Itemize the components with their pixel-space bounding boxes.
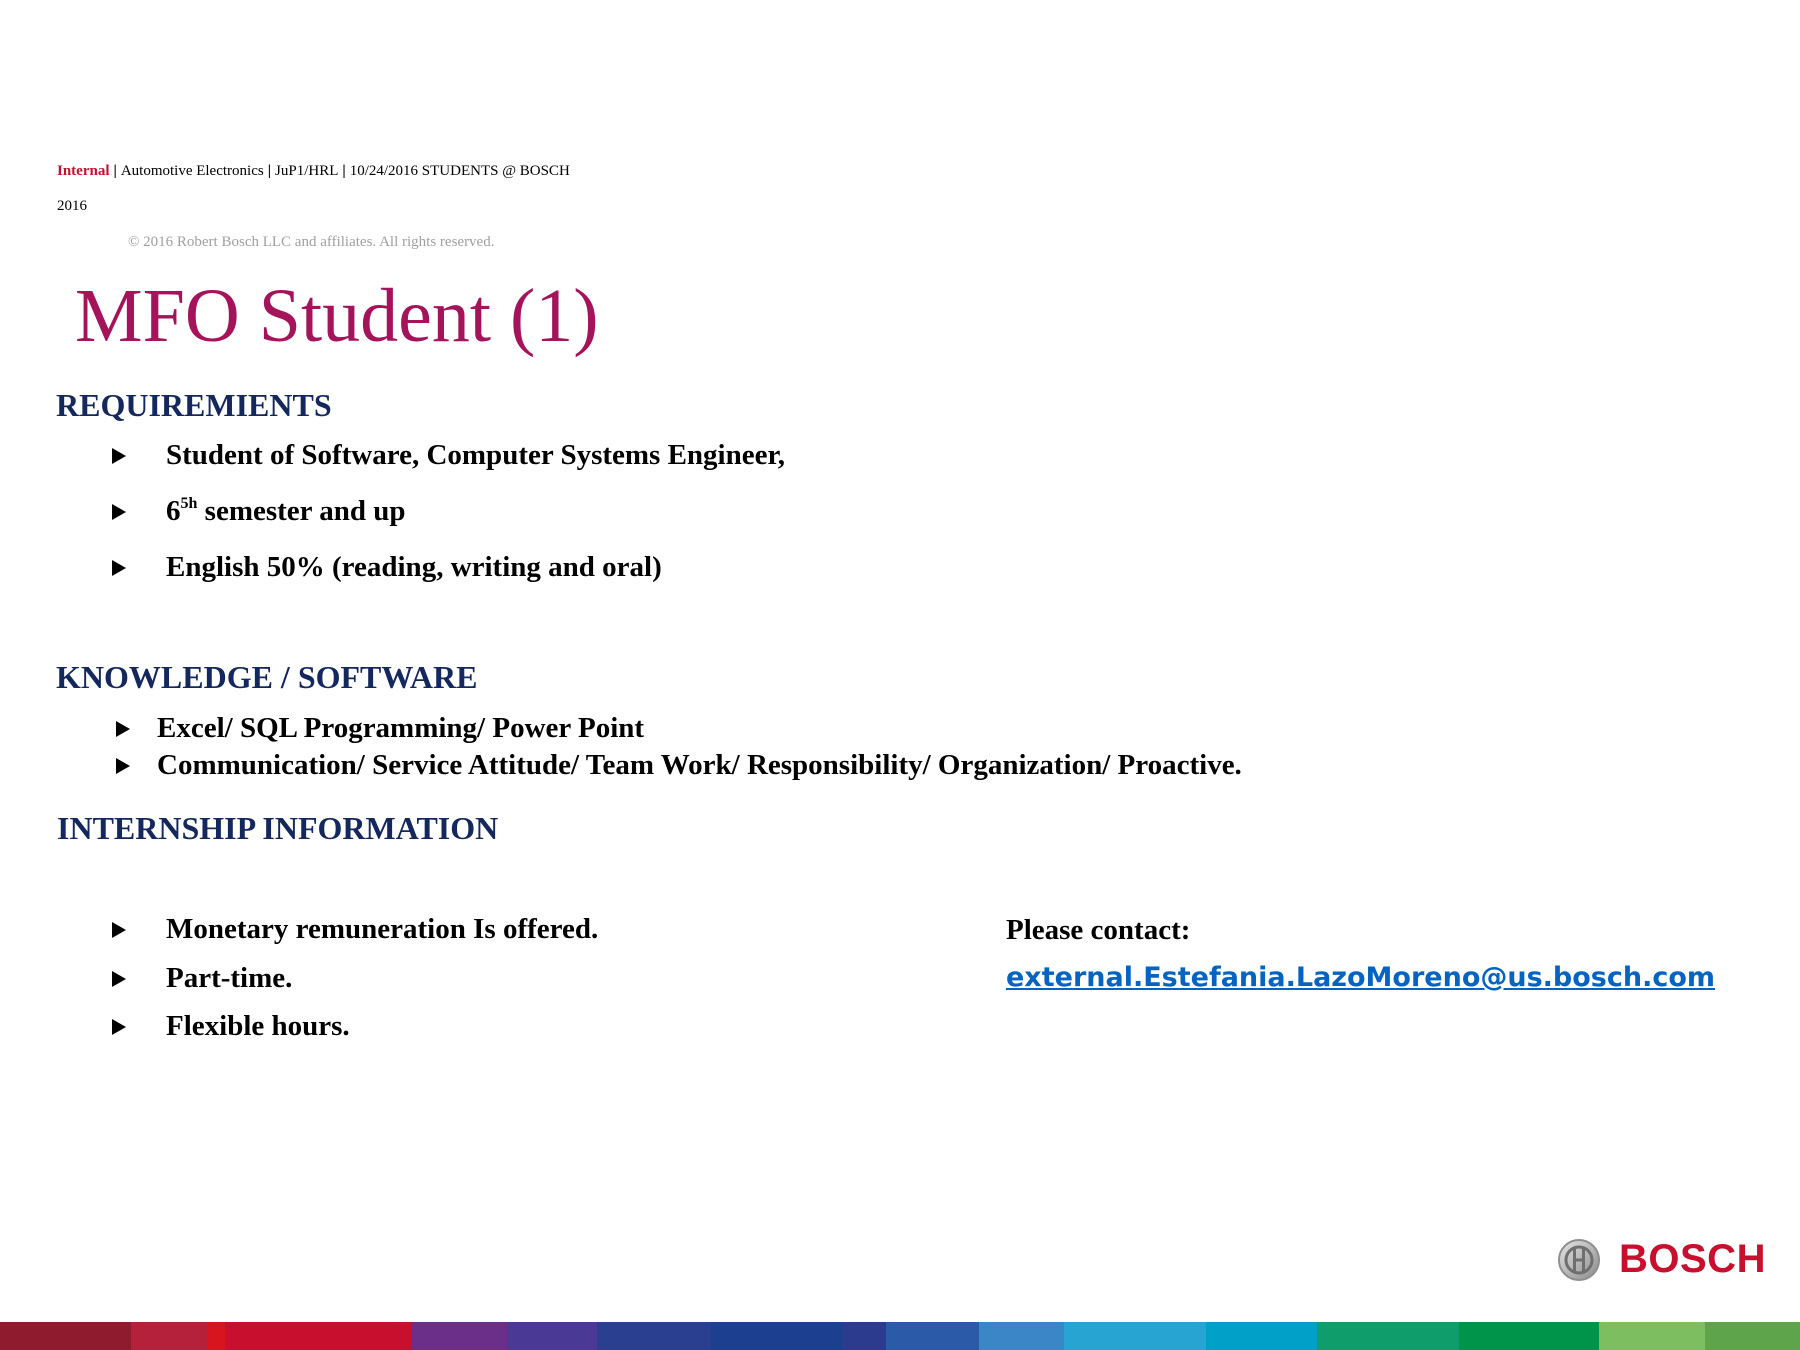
list-item: Part-time.	[112, 962, 292, 995]
meta-department: Automotive Electronics	[120, 163, 264, 179]
bullet-triangle-icon	[112, 503, 126, 520]
stripe-segment	[225, 1322, 413, 1350]
stripe-segment	[412, 1322, 507, 1350]
stripe-segment	[208, 1322, 226, 1350]
stripe-segment	[506, 1322, 597, 1350]
list-item-text: Monetary remuneration Is offered.	[166, 913, 599, 945]
stripe-segment	[843, 1322, 886, 1350]
stripe-segment	[1205, 1322, 1317, 1350]
bullet-triangle-icon	[116, 720, 130, 737]
bullet-triangle-icon	[112, 921, 126, 938]
stripe-segment	[1316, 1322, 1459, 1350]
copyright-notice: © 2016 Robert Bosch LLC and affiliates. …	[128, 234, 495, 250]
semester-superscript: 5h	[180, 495, 198, 512]
document-meta-line: Internal|Automotive Electronics|JuP1/HRL…	[57, 163, 570, 180]
stripe-segment	[1458, 1322, 1600, 1350]
semester-text: semester and up	[204, 495, 406, 527]
list-item-text: Flexible hours.	[166, 1010, 350, 1042]
bullet-triangle-icon	[112, 447, 126, 464]
stripe-segment	[130, 1322, 209, 1350]
bullet-triangle-icon	[112, 970, 126, 987]
knowledge-heading: KNOWLEDGE / SOFTWARE	[56, 659, 478, 695]
meta-separator: |	[267, 163, 272, 179]
list-item: Excel/ SQL Programming/ Power Point	[116, 712, 644, 745]
stripe-segment	[978, 1322, 1064, 1350]
stripe-segment	[885, 1322, 979, 1350]
contact-email-link[interactable]: external.Estefania.LazoMoreno@us.bosch.c…	[1006, 962, 1716, 993]
list-item: Communication/ Service Attitude/ Team Wo…	[116, 749, 1242, 782]
list-item-text: Communication/ Service Attitude/ Team Wo…	[157, 749, 1242, 781]
stripe-segment	[1063, 1322, 1206, 1350]
list-item-text: English 50% (reading, writing and oral)	[166, 551, 662, 583]
meta-separator: |	[342, 163, 346, 179]
bosch-wordmark: BOSCH	[1619, 1237, 1766, 1281]
bullet-triangle-icon	[112, 1018, 126, 1035]
list-item-text: Part-time.	[166, 962, 293, 994]
list-item: 65h semester and up	[112, 495, 406, 528]
list-item-text: Student of Software, Computer Systems En…	[166, 439, 785, 471]
semester-number: 6	[166, 495, 181, 527]
bullet-triangle-icon	[116, 757, 130, 774]
bosch-armature-icon	[1558, 1238, 1600, 1281]
stripe-segment	[0, 1322, 131, 1350]
contact-label: Please contact:	[1006, 914, 1191, 946]
stripe-segment	[710, 1322, 844, 1350]
bosch-logo: BOSCH	[1557, 1237, 1766, 1282]
list-item: English 50% (reading, writing and oral)	[112, 551, 662, 584]
requirements-heading: REQUIREMIENTS	[56, 387, 332, 423]
meta-date: 10/24/2016 STUDENTS @ BOSCH	[349, 163, 570, 179]
list-item-text: 65h semester and up	[166, 495, 406, 528]
page-title: MFO Student (1)	[75, 274, 599, 358]
bullet-triangle-icon	[112, 559, 126, 576]
internship-heading: INTERNSHIP INFORMATION	[57, 810, 499, 846]
meta-separator: |	[113, 163, 117, 179]
list-item: Flexible hours.	[112, 1010, 350, 1043]
list-item-text: Excel/ SQL Programming/ Power Point	[157, 712, 645, 744]
stripe-segment	[596, 1322, 711, 1350]
meta-code: JuP1/HRL	[275, 163, 339, 179]
list-item: Monetary remuneration Is offered.	[112, 913, 598, 946]
meta-year: 2016	[57, 198, 87, 214]
classification-label: Internal	[57, 163, 110, 179]
stripe-segment	[1599, 1322, 1706, 1350]
brand-color-stripe	[0, 1322, 1800, 1350]
stripe-segment	[1705, 1322, 1800, 1350]
list-item: Student of Software, Computer Systems En…	[112, 439, 785, 472]
